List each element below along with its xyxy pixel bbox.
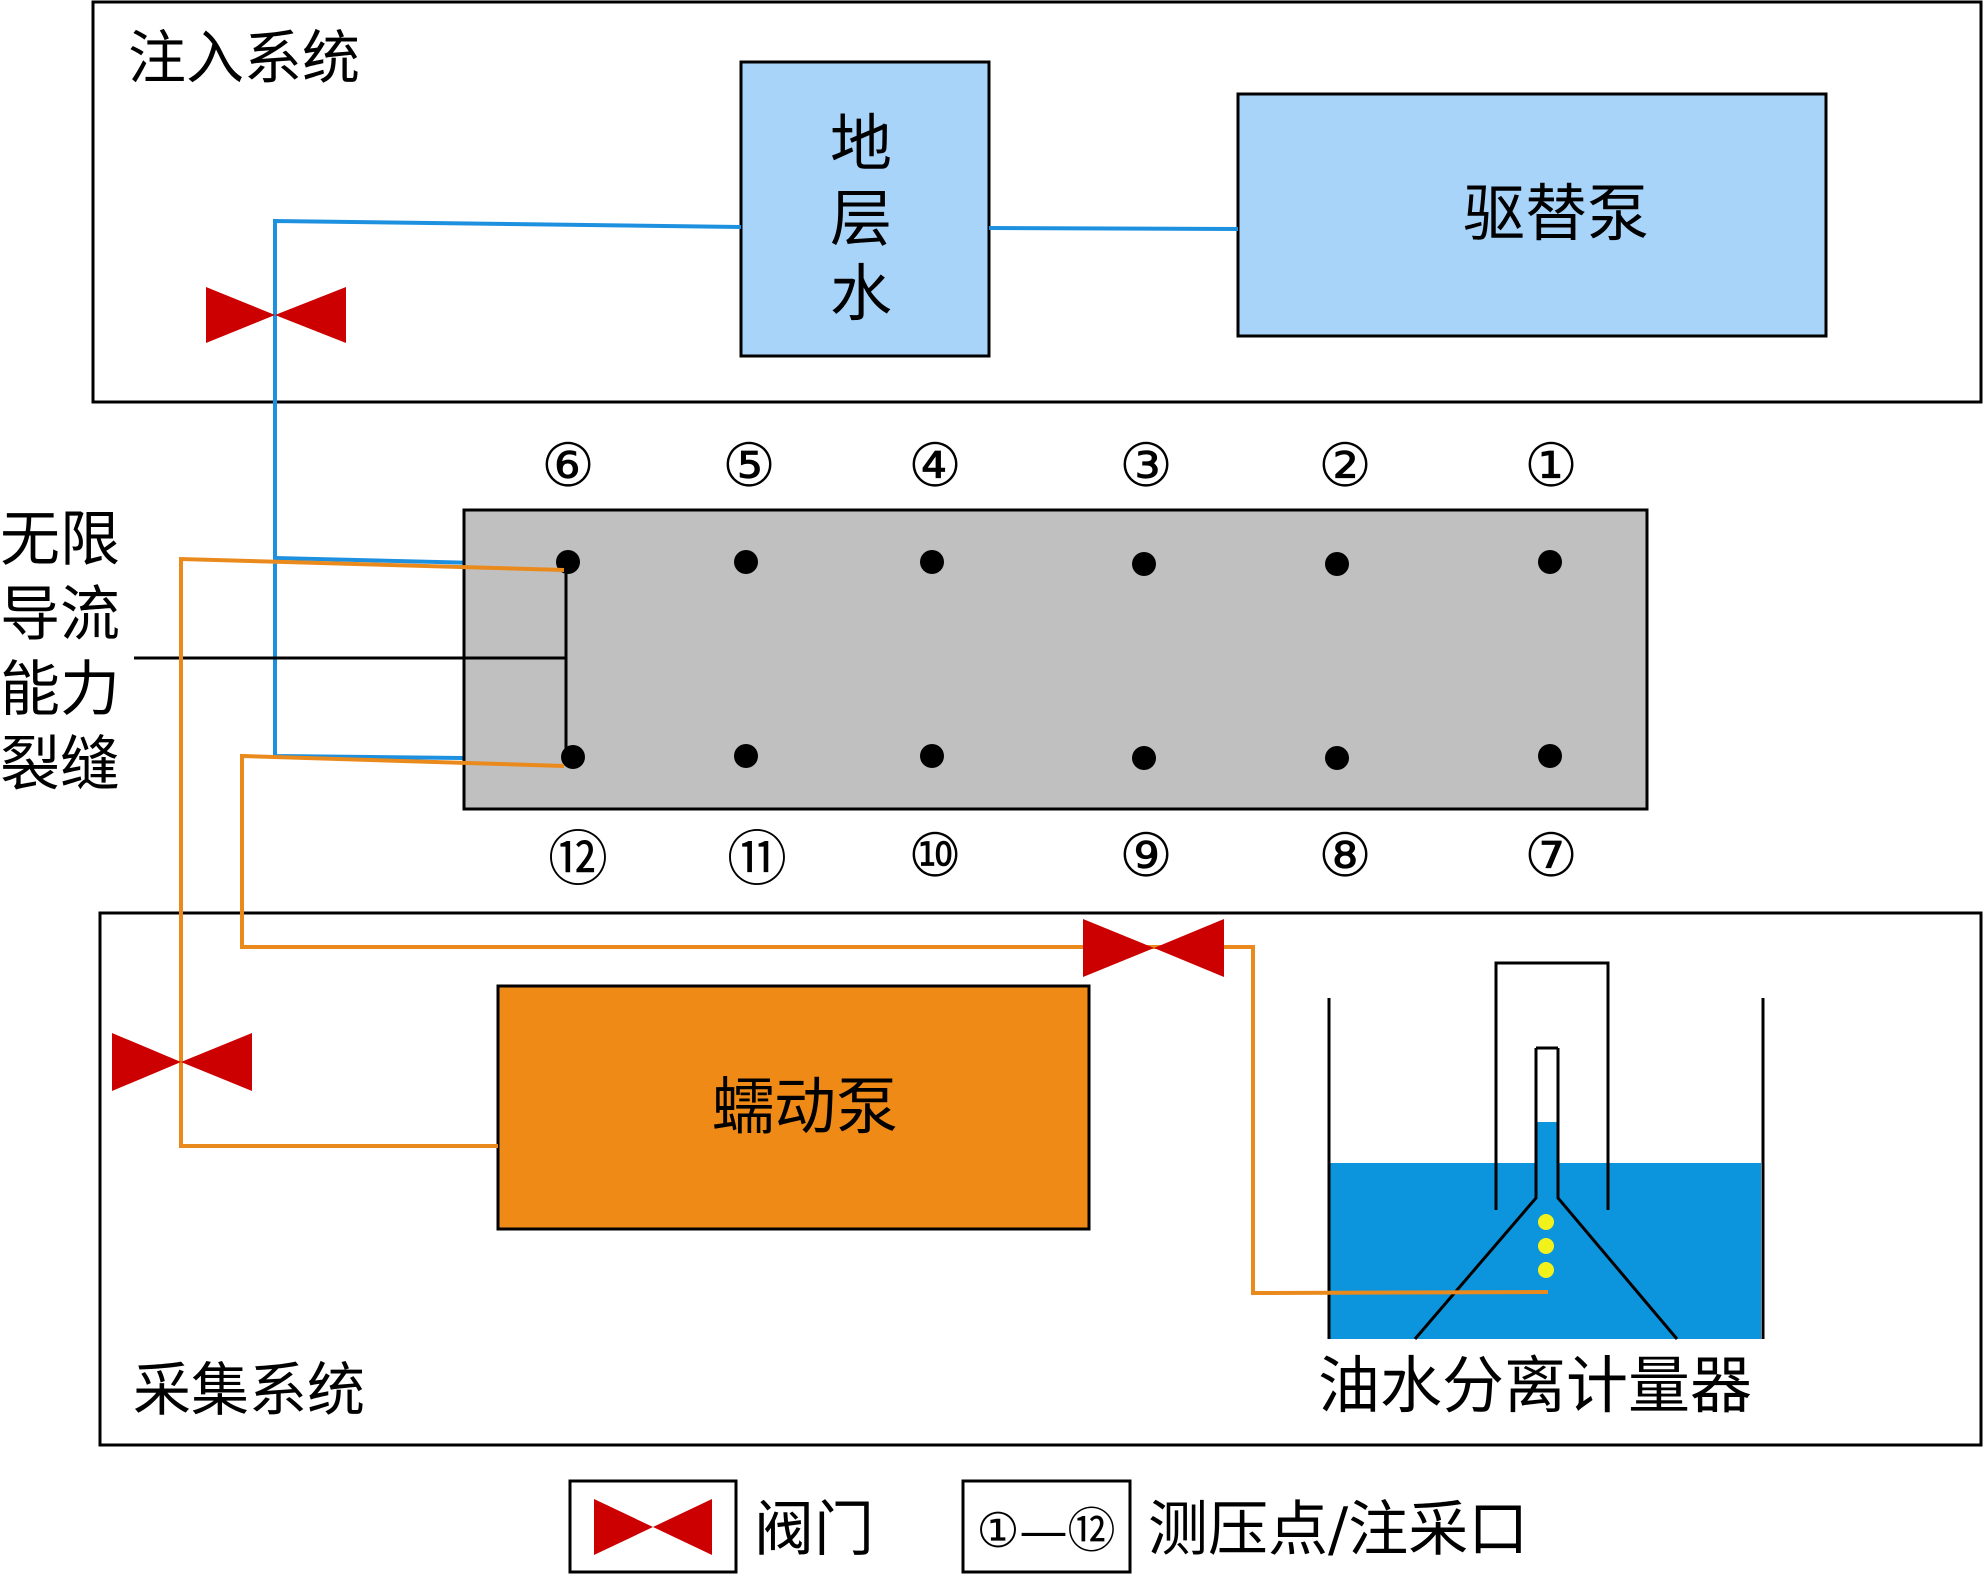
formation-water-box [739, 60, 991, 358]
core-body [462, 508, 1649, 811]
valves [112, 287, 1224, 1091]
fracture-label-group: 无限 导流 能力 裂缝 [0, 505, 566, 800]
peristaltic-pump-label: 蠕动泵 [712, 1070, 898, 1143]
separator-funnel-right [1556, 1048, 1679, 1340]
fracture-label-3: 能力 [0, 655, 120, 725]
point-label-11: ⑪ [727, 825, 787, 895]
injection-system-frame [91, 0, 1983, 404]
pressure-point-4 [920, 550, 944, 574]
separator-label: 油水分离计量器 [1318, 1349, 1752, 1422]
oil-bubble-3 [1538, 1262, 1554, 1278]
legend-valve-box [568, 1479, 738, 1574]
top-point-labels: ⑥ ⑤ ④ ③ ② ① [541, 431, 1578, 501]
oil-bubble-2 [1538, 1238, 1554, 1254]
pressure-point-8 [1325, 746, 1349, 770]
legend-points-symbol: ①—⑫ [976, 1503, 1115, 1559]
pressure-point-5 [734, 550, 758, 574]
valve-icon [181, 1033, 252, 1091]
valve-icon [112, 1033, 181, 1091]
collection-system-title: 采集系统 [133, 1356, 365, 1424]
point-label-2: ② [1318, 431, 1372, 501]
pressure-point-9 [1132, 746, 1156, 770]
water-line-tank-to-core [273, 218, 742, 761]
point-label-8: ⑧ [1318, 821, 1372, 891]
oil-water-separator: 油水分离计量器 [1318, 961, 1765, 1422]
bottom-point-labels: ⑫ ⑪ ⑩ ⑨ ⑧ ⑦ [548, 821, 1578, 895]
collection-system: 采集系统 蠕动泵 油水分离计量器 [98, 911, 1983, 1447]
legend-valve-label: 阀门 [754, 1495, 874, 1565]
collection-system-frame [98, 911, 1983, 1447]
valve-icon [206, 287, 275, 343]
injection-system-title: 注入系统 [128, 24, 360, 92]
pressure-point-7 [1538, 744, 1562, 768]
peristaltic-pump-box [496, 984, 1091, 1231]
displacement-pump-label: 驱替泵 [1463, 177, 1649, 250]
valve-icon [594, 1499, 653, 1555]
oil-line-top-to-pump [179, 556, 565, 1148]
valve-icon [275, 287, 346, 343]
pressure-point-2 [1325, 552, 1349, 576]
valve-icon [653, 1499, 712, 1555]
valve-icon [1154, 919, 1224, 977]
top-points [556, 550, 1562, 576]
point-label-7: ⑦ [1524, 821, 1578, 891]
separator-inner-cylinder [1494, 961, 1610, 1210]
formation-water-label-2: 层 [830, 182, 892, 255]
fracture-label-1: 无限 [0, 505, 120, 575]
point-label-5: ⑤ [722, 431, 776, 501]
pressure-point-1 [1538, 550, 1562, 574]
point-label-3: ③ [1119, 431, 1173, 501]
point-label-1: ① [1524, 431, 1578, 501]
legend-points-box [961, 1479, 1132, 1574]
separator-tube-water [1536, 1122, 1558, 1164]
legend-points-label: 测压点/注采口 [1148, 1495, 1528, 1565]
point-label-9: ⑨ [1119, 821, 1173, 891]
water-line-pump-to-tank [988, 226, 1239, 231]
point-label-4: ④ [908, 431, 962, 501]
pressure-point-12 [561, 745, 585, 769]
formation-water-label-3: 水 [830, 257, 892, 330]
valve-icon [1083, 919, 1154, 977]
bottom-points [561, 744, 1562, 770]
displacement-pump-box [1236, 92, 1828, 338]
point-label-10: ⑩ [908, 821, 962, 891]
legend: 阀门 ①—⑫ 测压点/注采口 [568, 1479, 1528, 1574]
formation-water-label-1: 地 [830, 107, 892, 180]
pressure-point-3 [1132, 552, 1156, 576]
point-label-6: ⑥ [541, 431, 595, 501]
pressure-point-10 [920, 744, 944, 768]
injection-system: 注入系统 地 层 水 驱替泵 [91, 0, 1983, 404]
oil-lines [179, 556, 1549, 1296]
fracture-label-2: 导流 [0, 580, 120, 650]
oil-line-bottom-to-separator [240, 753, 1549, 1296]
core-model: ⑥ ⑤ ④ ③ ② ① ⑫ ⑪ ⑩ ⑨ ⑧ ⑦ [462, 431, 1649, 895]
fracture-label-4: 裂缝 [0, 730, 120, 800]
oil-bubble-1 [1538, 1214, 1554, 1230]
point-label-12: ⑫ [548, 825, 608, 895]
pressure-point-11 [734, 744, 758, 768]
